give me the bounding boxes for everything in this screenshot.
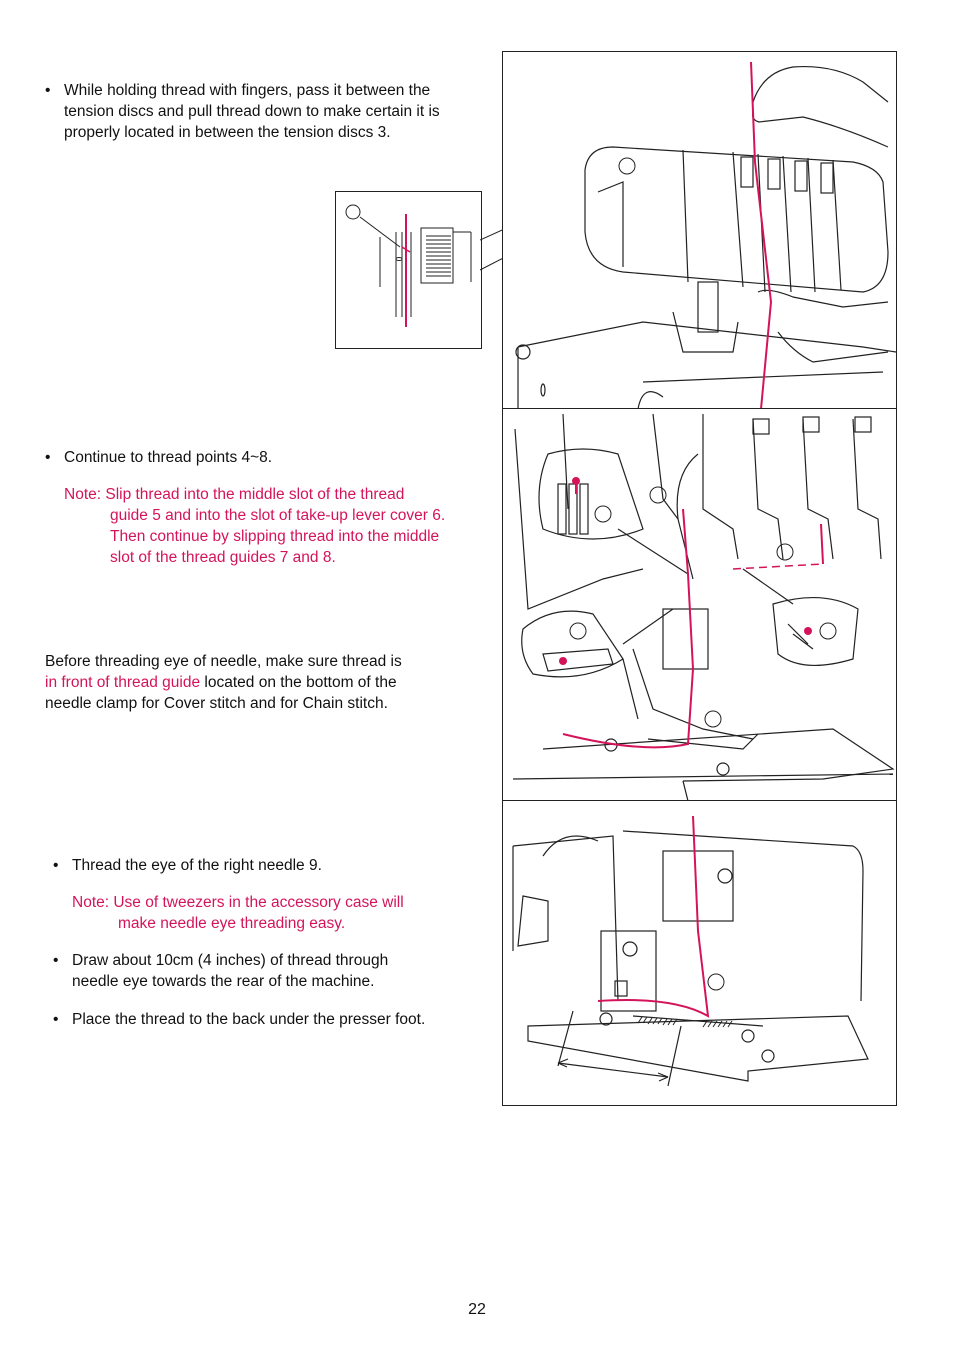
text-line: in front of thread guide located on the … <box>45 672 495 693</box>
bullet: • <box>53 1011 59 1028</box>
tension-disc-detail-inset <box>335 191 482 349</box>
instruction-tension-discs: • While holding thread with fingers, pas… <box>45 80 495 143</box>
text-span: located on the bottom of the <box>200 674 397 691</box>
note-line: guide 5 and into the slot of take-up lev… <box>110 507 446 524</box>
text-line: Draw about 10cm (4 inches) of thread thr… <box>72 952 389 969</box>
text-line: While holding thread with fingers, pass … <box>64 82 431 99</box>
note-thread-guides: Note: Slip thread into the middle slot o… <box>64 484 494 568</box>
thread-guides-drawing <box>512 413 895 801</box>
illustration-thread-guides <box>502 408 897 802</box>
text-line: Before threading eye of needle, make sur… <box>45 653 402 670</box>
text-line: needle eye towards the rear of the machi… <box>72 973 375 990</box>
bullet: • <box>53 857 59 874</box>
text-line: properly located in between the tension … <box>64 124 391 141</box>
instruction-draw-thread: • Draw about 10cm (4 inches) of thread t… <box>53 950 498 992</box>
machine-top-drawing <box>515 61 896 409</box>
instruction-text: Draw about 10cm (4 inches) of thread thr… <box>53 950 498 992</box>
instruction-presser-foot: • Place the thread to the back under the… <box>53 1009 498 1030</box>
note-line: Note: Use of tweezers in the accessory c… <box>72 894 404 911</box>
note-line: Note: Slip thread into the middle slot o… <box>64 486 405 503</box>
note-line: Then continue by slipping thread into th… <box>110 528 440 545</box>
text-line: tension discs and pull thread down to ma… <box>64 103 440 120</box>
instruction-before-threading: Before threading eye of needle, make sur… <box>45 651 495 714</box>
bullet: • <box>53 952 59 969</box>
page-number: 22 <box>468 1301 486 1318</box>
text-line: Continue to thread points 4~8. <box>64 449 273 466</box>
text-line: needle clamp for Cover stitch and for Ch… <box>45 695 388 712</box>
tension-disc-detail-drawing <box>345 204 472 327</box>
instruction-thread-needle: • Thread the eye of the right needle 9. <box>53 855 498 876</box>
bullet: • <box>45 449 51 466</box>
text-line: Place the thread to the back under the p… <box>72 1011 426 1028</box>
note-line: slot of the thread guides 7 and 8. <box>110 549 336 566</box>
instruction-text: While holding thread with fingers, pass … <box>45 80 495 143</box>
instruction-thread-points: • Continue to thread points 4~8. <box>45 447 495 468</box>
note-line: make needle eye threading easy. <box>118 915 346 932</box>
text-line: Thread the eye of the right needle 9. <box>72 857 322 874</box>
bullet: • <box>45 82 51 99</box>
note-tweezers: Note: Use of tweezers in the accessory c… <box>72 892 492 934</box>
needle-eye-drawing <box>512 815 869 1087</box>
illustration-tension-discs <box>502 51 897 410</box>
highlight-text: in front of thread guide <box>45 674 201 691</box>
illustration-needle-eye <box>502 800 897 1106</box>
